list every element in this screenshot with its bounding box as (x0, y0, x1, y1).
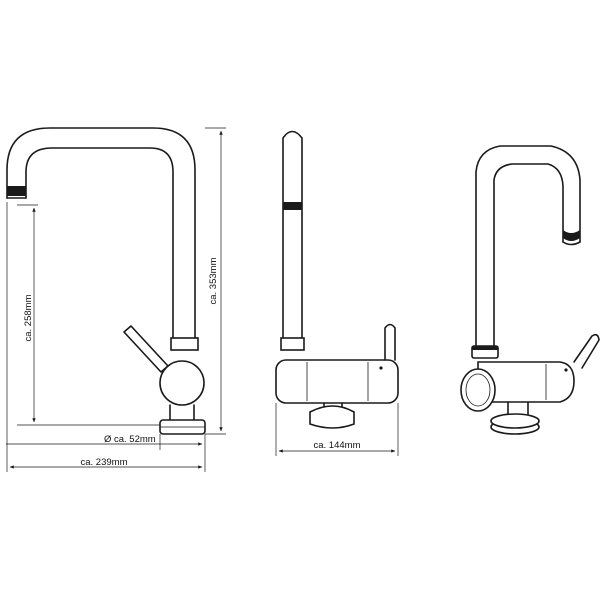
depth-144-label: ca. 144mm (314, 440, 361, 451)
front-lever (123, 325, 169, 373)
persp-spout-outer (475, 145, 581, 351)
persp-valve-body (477, 361, 575, 403)
side-view (275, 130, 399, 429)
diameter-52-label: ca. 52mm (114, 434, 156, 445)
height-353-label: ca. 353mm (208, 257, 219, 304)
persp-lever (573, 333, 600, 369)
side-valve-body (275, 359, 399, 404)
front-view (6, 127, 206, 435)
front-valve-body (159, 360, 205, 406)
side-lever (384, 323, 396, 361)
height-258-label: ca. 258mm (23, 294, 34, 341)
front-spout-inner (25, 147, 174, 346)
front-shank (169, 404, 195, 421)
front-collar (170, 337, 199, 351)
persp-valve-cap (460, 368, 496, 412)
side-base (309, 405, 355, 429)
side-collar (280, 337, 305, 351)
persp-spout-inner (493, 163, 564, 351)
diameter-symbol: Ø (104, 434, 112, 445)
perspective-view (460, 145, 600, 435)
front-aerator (7, 186, 26, 196)
side-spout (282, 130, 303, 346)
side-dimensions: ca. 144mm (275, 403, 399, 456)
side-aerator (283, 202, 302, 210)
front-spout-outer (6, 127, 196, 346)
reach-239-label: ca. 239mm (81, 457, 128, 468)
front-dimensions: ca. 353mm ca. 258mm Ø ca. 52mm ca. 239mm (6, 127, 226, 472)
persp-aerator (563, 230, 580, 241)
persp-shank (507, 401, 529, 415)
